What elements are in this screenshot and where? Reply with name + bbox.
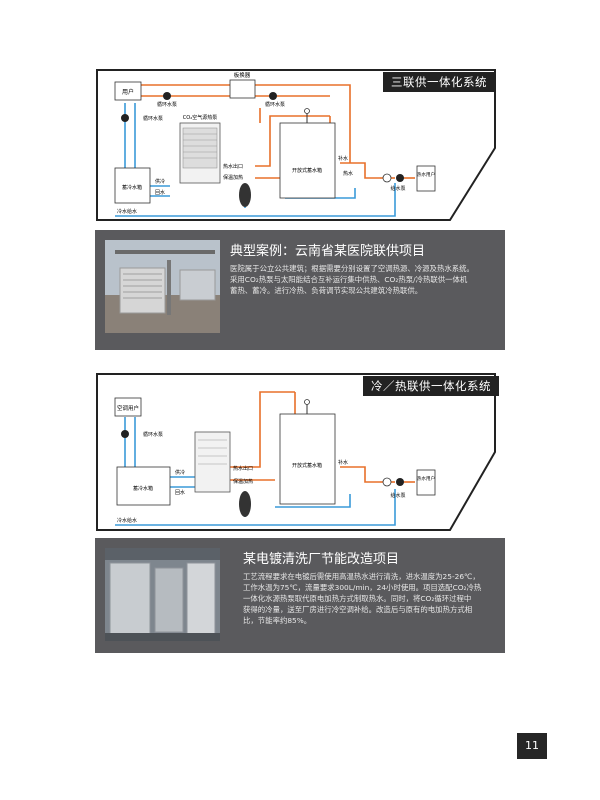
system1-title: 三联供一体化系统 — [383, 72, 495, 92]
make-up-label: 补水 — [338, 155, 348, 162]
hot-outlet-label-2: 热水出口 — [233, 465, 253, 472]
case2-text-line-3: 一体化水源热泵取代原电加热方式制取热水。同时，将CO₂循环过程中 — [243, 594, 472, 603]
hot-pump-label: 给水泵 — [390, 185, 405, 192]
circ-pump-1-label: 循环水泵 — [157, 101, 177, 108]
cold-supply-label-2: 冷水给水 — [117, 517, 137, 524]
system1-diagram-frame: 用户 板换器 循环水泵 循环水泵 循环水泵 CO₂空气源热泵 蓄冷水箱 供冷 回… — [95, 68, 505, 226]
case1-title: 典型案例：云南省某医院联供项目 — [230, 244, 426, 259]
case2-title: 某电镀清洗厂节能改造项目 — [243, 552, 400, 567]
hot-return-label-2: 保温加热 — [233, 478, 253, 485]
circ-pump-label: 循环水泵 — [143, 431, 163, 438]
case1-text-line-2: 采用CO₂热泵与太阳能结合互补运行集中供热、CO₂热泵/冷热联供一体机 — [230, 275, 468, 284]
make-up-label-2: 补水 — [338, 459, 348, 466]
case2-panel: 某电镀清洗厂节能改造项目 工艺流程要求在电镀后需使用高温热水进行清洗，进水温度为… — [95, 538, 505, 653]
system2-title: 冷／热联供一体化系统 — [363, 376, 499, 396]
case1-panel: 典型案例：云南省某医院联供项目 医院属于公立公共建筑；根据需要分别设置了空调热源… — [95, 230, 505, 350]
case2-photo — [105, 548, 220, 641]
return-label-2: 回水 — [175, 489, 185, 496]
supply-label: 供冷 — [155, 178, 165, 185]
hot-return-label: 保温加热 — [223, 174, 243, 181]
case2-text-line-5: 比，节能率约85%。 — [243, 616, 312, 625]
hot-user-label: 热水用户 — [417, 171, 435, 178]
open-tank-label: 开放式蓄水箱 — [292, 167, 322, 174]
case2-text-line-2: 工作水温为75℃，流量要求300L/min，24小时使用。项目选配CO₂冷热 — [243, 583, 482, 592]
case1-photo — [105, 240, 220, 333]
hot-outlet-label: 热水出口 — [223, 163, 243, 170]
hot-user-label-2: 热水用户 — [417, 475, 435, 482]
return-label: 回水 — [155, 189, 165, 196]
heat-exchanger-label: 板换器 — [234, 71, 251, 79]
case2-text-line-1: 工艺流程要求在电镀后需使用高温热水进行清洗，进水温度为25-26℃， — [243, 572, 480, 581]
hot-water-label: 热水 — [343, 170, 353, 177]
user-label: 用户 — [122, 88, 134, 96]
heat-pump-label: CO₂空气源热泵 — [183, 114, 217, 121]
supply-label-2: 供冷 — [175, 469, 185, 476]
system1-diagram: 用户 板换器 循环水泵 循环水泵 循环水泵 CO₂空气源热泵 蓄冷水箱 供冷 回… — [96, 69, 496, 221]
page-number: 11 — [517, 733, 547, 759]
system2-diagram-frame: 空调用户 循环水泵 蓄冷水箱 供冷 回水 热水出口 保温加热 开放式蓄水箱 补水… — [95, 372, 505, 535]
hot-pump-label-2: 给水泵 — [390, 492, 405, 499]
ac-user-label: 空调用户 — [117, 404, 139, 412]
case1-text-line-1: 医院属于公立公共建筑；根据需要分别设置了空调热源、冷源及热水系统。 — [230, 264, 474, 273]
case1-text-line-3: 蓄热、蓄冷。进行冷热、负荷调节实现公共建筑冷热联供。 — [230, 286, 423, 295]
open-tank-label-2: 开放式蓄水箱 — [292, 462, 322, 469]
cool-tank-label: 蓄冷水箱 — [122, 184, 142, 191]
circ-pump-3-label: 循环水泵 — [143, 115, 163, 122]
case2-text-line-4: 获得的冷量，送至厂房进行冷空调补给。改造后与原有的电加热方式相 — [243, 605, 473, 614]
circ-pump-2-label: 循环水泵 — [265, 101, 285, 108]
cold-supply-label: 冷水给水 — [117, 208, 137, 215]
cool-tank-label-2: 蓄冷水箱 — [133, 485, 153, 492]
system2-diagram: 空调用户 循环水泵 蓄冷水箱 供冷 回水 热水出口 保温加热 开放式蓄水箱 补水… — [96, 373, 496, 531]
